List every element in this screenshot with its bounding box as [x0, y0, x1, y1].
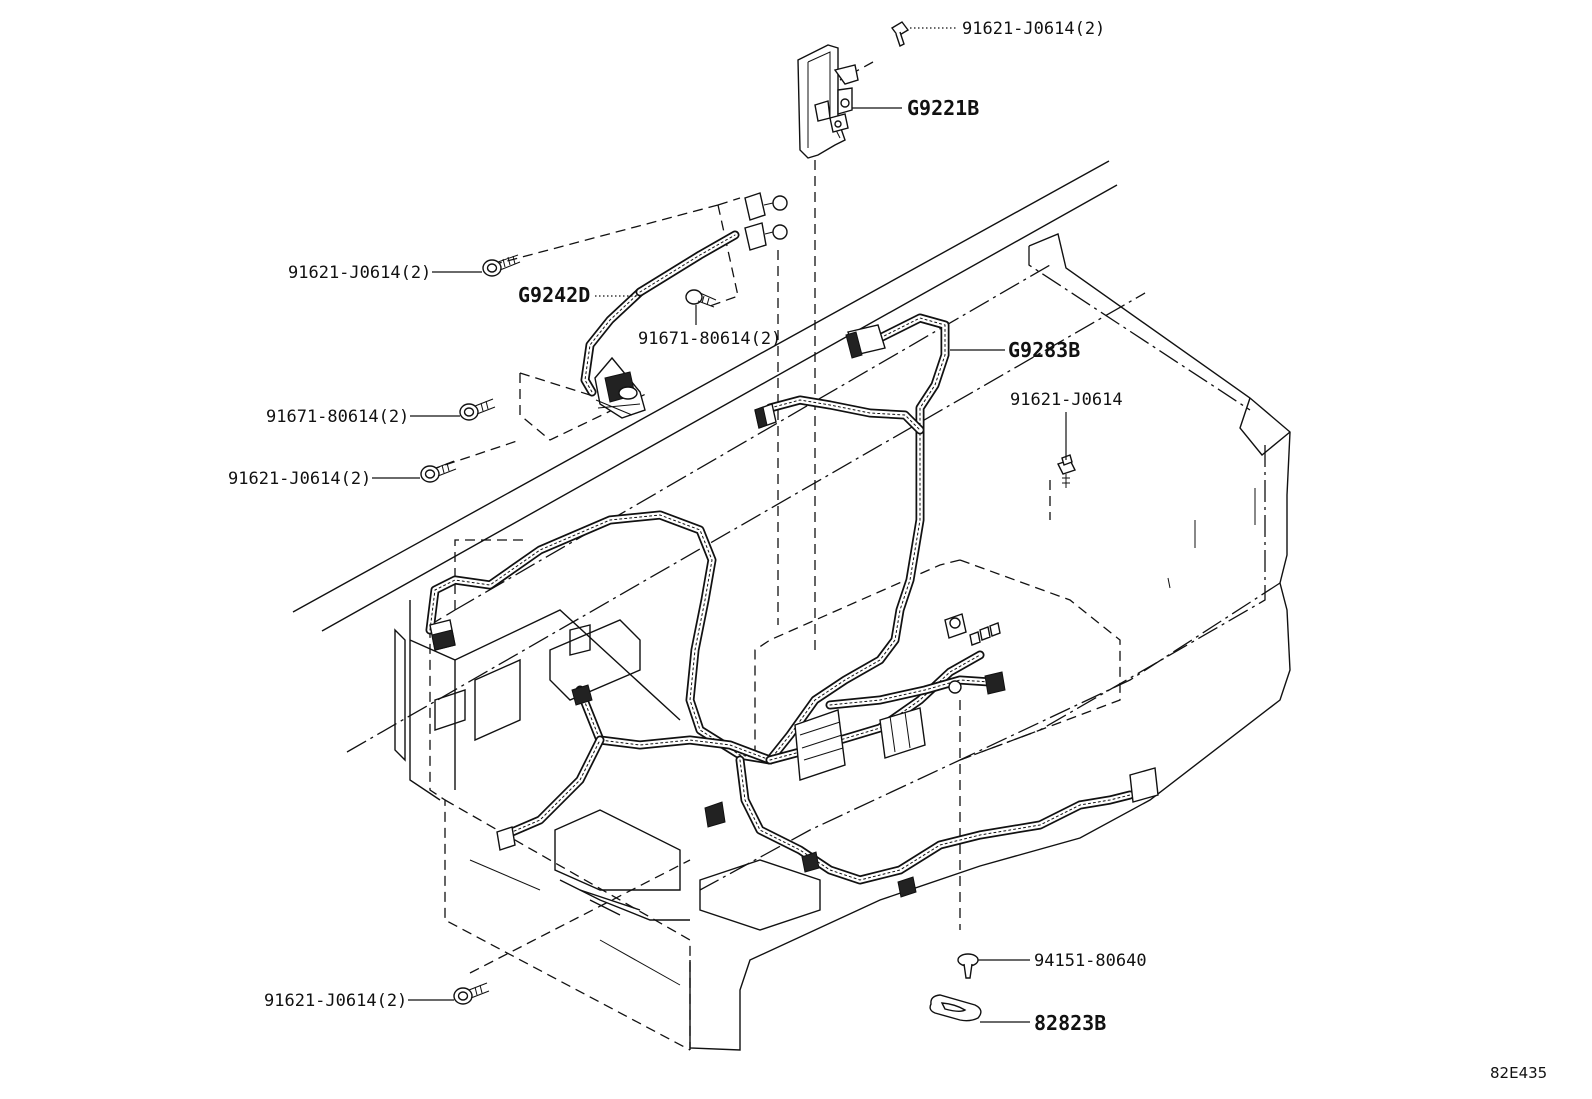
- callout-screw-bottom: 94151-80640: [1034, 951, 1147, 971]
- screw-icon-bottom: [957, 953, 979, 979]
- callout-harness-left: G9242D: [518, 283, 590, 307]
- callout-bolt-left-lower: 91621-J0614(2): [228, 469, 371, 489]
- bolt-icon-left-mid: [459, 398, 496, 421]
- bracket-g9221b: [797, 44, 859, 159]
- bolt-icon-left-upper: [482, 254, 521, 277]
- callout-labels: 91621-J0614(2) G9221B 91621-J0614(2) G92…: [228, 19, 1547, 1082]
- callout-bolt-left-upper: 91621-J0614(2): [288, 263, 431, 283]
- grommet-icon: [929, 994, 982, 1022]
- callout-harness-main: G9283B: [1008, 338, 1080, 362]
- bolt-icon-bottom-left: [453, 982, 490, 1005]
- callout-bolt-right: 91621-J0614: [1010, 390, 1123, 410]
- callout-grommet: 82823B: [1034, 1011, 1106, 1035]
- bolt-icon-right: [1057, 454, 1076, 488]
- bolt-icon-mid: [685, 289, 717, 308]
- figure-code: 82E435: [1490, 1064, 1547, 1082]
- bolt-icon-top: [890, 21, 910, 47]
- callout-bolt-mid: 91671-80614(2): [638, 329, 781, 349]
- harness-g9283b: [425, 313, 1159, 898]
- leader-lines: [372, 27, 1067, 1023]
- callout-bracket-top: G9221B: [907, 96, 979, 120]
- callout-bolt-bottom-left: 91621-J0614(2): [264, 991, 407, 1011]
- callout-bolt-left-mid: 91671-80614(2): [266, 407, 409, 427]
- bolt-icon-left-lower: [420, 460, 457, 483]
- frame-rails: [292, 160, 1146, 753]
- callout-bolt-top: 91621-J0614(2): [962, 19, 1105, 39]
- battery-housing: [394, 233, 1291, 1051]
- harness-g9242d: [580, 192, 788, 419]
